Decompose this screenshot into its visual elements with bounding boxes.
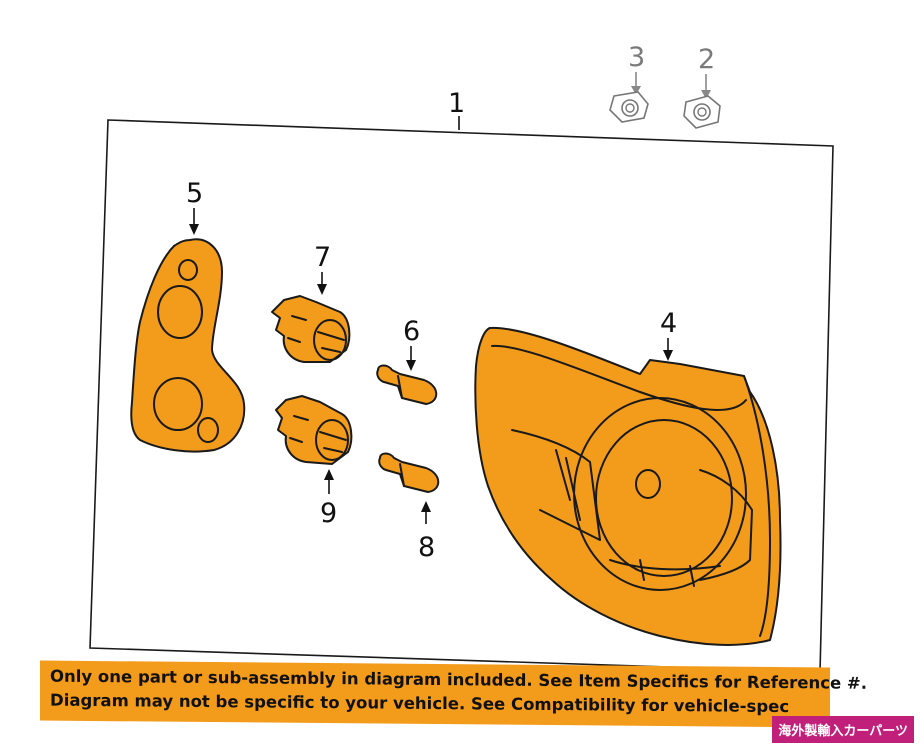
callout-5-arrowhead — [189, 224, 199, 235]
part-8-bulb — [378, 452, 440, 493]
callout-8-arrowhead — [421, 501, 431, 512]
callout-7: 7 — [314, 242, 331, 273]
callout-4: 4 — [660, 308, 677, 339]
part-6-bulb — [376, 364, 438, 405]
callout-8: 8 — [418, 532, 435, 563]
part-2-nut — [683, 95, 721, 129]
part-9-bulb-socket — [275, 395, 353, 465]
callout-4-arrowhead — [663, 350, 673, 361]
callout-5: 5 — [186, 178, 203, 209]
part-5-gasket — [130, 238, 246, 453]
callout-2-arrowhead — [701, 90, 711, 99]
callout-9: 9 — [320, 498, 337, 529]
shop-badge: 海外製輸入カーパーツ — [772, 716, 914, 743]
callout-6: 6 — [403, 316, 420, 347]
callout-3-arrowhead — [631, 86, 641, 95]
part-3-nut — [609, 91, 649, 123]
disclaimer-banner: Only one part or sub-assembly in diagram… — [40, 660, 867, 728]
callout-2: 2 — [698, 44, 715, 75]
part-4-tail-lamp — [474, 326, 782, 646]
callout-3: 3 — [628, 42, 645, 73]
callout-7-arrowhead — [317, 284, 327, 295]
callout-6-arrowhead — [406, 360, 416, 371]
callout-1: 1 — [448, 88, 465, 119]
part-7-bulb-socket — [271, 295, 351, 363]
callout-9-arrowhead — [324, 469, 334, 480]
